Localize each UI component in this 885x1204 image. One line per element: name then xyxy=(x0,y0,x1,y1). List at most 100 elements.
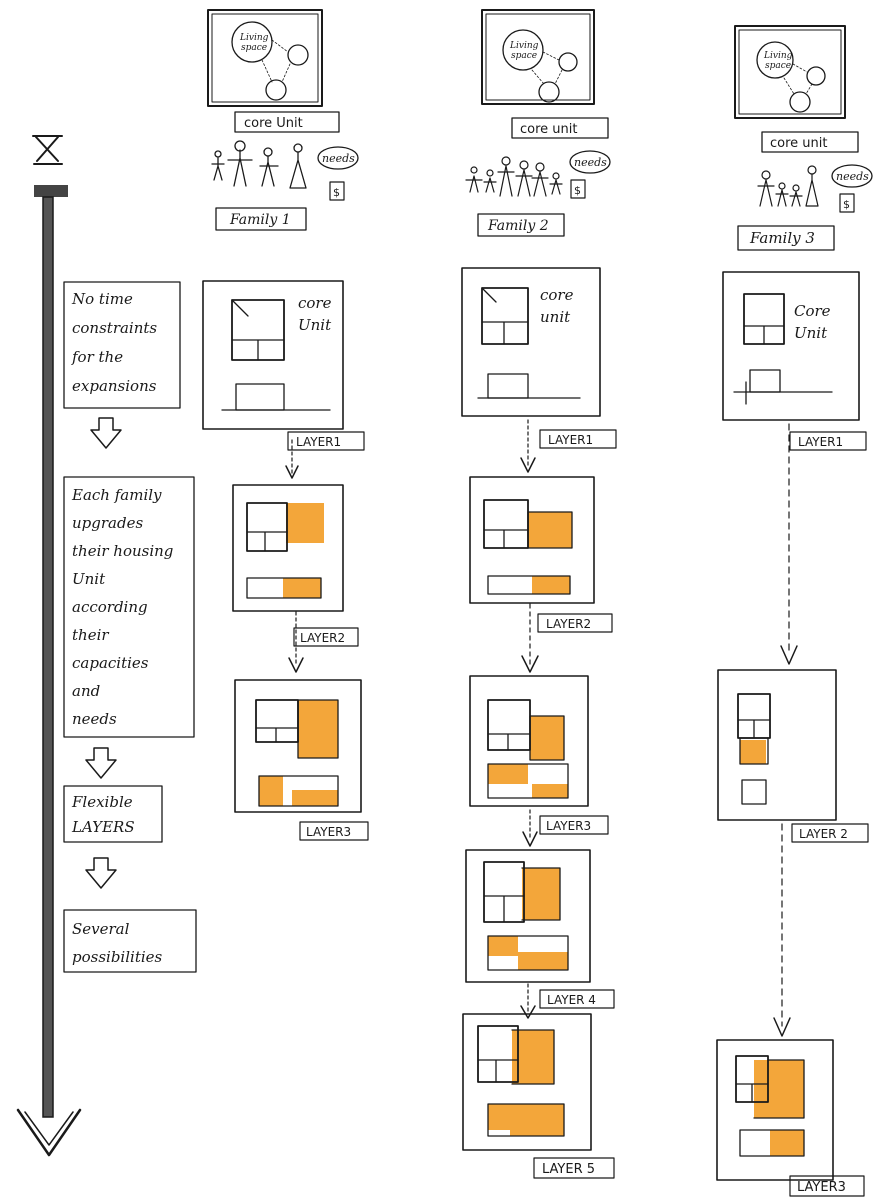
plan-layer2-family-2 xyxy=(469,675,589,807)
svg-text:their: their xyxy=(72,626,109,644)
family-figures-icon xyxy=(757,165,819,207)
note-each-family-upgrades: Each family upgrades their housing Unit … xyxy=(63,476,195,738)
arrow-head-icon xyxy=(522,831,538,847)
arrow-head-icon xyxy=(520,457,536,473)
hourglass-icon xyxy=(32,135,63,165)
svg-text:for the: for the xyxy=(71,348,123,366)
layer-tag-3-family-1: LAYER3 xyxy=(299,821,369,841)
svg-text:space: space xyxy=(765,61,791,71)
down-arrow-icon xyxy=(90,417,122,449)
svg-text:Living: Living xyxy=(239,33,269,43)
layer-tag-3-family-2: LAYER3 xyxy=(539,815,609,835)
svg-text:expansions: expansions xyxy=(72,377,157,395)
down-arrow-icon xyxy=(85,857,117,889)
layer-tag-2-family-3: LAYER 2 xyxy=(791,823,869,843)
plan-layer2-family-1 xyxy=(234,679,362,813)
note-flexible-layers: Flexible LAYERS xyxy=(63,785,163,843)
svg-text:No time: No time xyxy=(71,290,133,308)
svg-text:$: $ xyxy=(333,186,340,199)
svg-text:Family 3: Family 3 xyxy=(749,229,815,247)
layer-tag-2-family-2: LAYER2 xyxy=(537,613,613,633)
money-icon: $ xyxy=(329,181,345,201)
plan-layer4-family-2 xyxy=(462,1013,592,1151)
timeline-arrow xyxy=(16,185,82,1157)
svg-text:unit: unit xyxy=(540,308,571,326)
layer-tag-5-family-2: LAYER 5 xyxy=(533,1157,615,1179)
svg-text:needs: needs xyxy=(574,156,607,169)
svg-text:possibilities: possibilities xyxy=(72,948,163,966)
arrow-head-icon xyxy=(773,1017,791,1037)
svg-text:core: core xyxy=(540,286,574,304)
plan-layer3-family-2 xyxy=(465,849,591,983)
svg-text:Unit: Unit xyxy=(72,570,106,588)
plan-core-unit-family-2: core unit xyxy=(461,267,601,417)
svg-text:LAYER1: LAYER1 xyxy=(296,435,341,449)
svg-text:core unit: core unit xyxy=(520,122,577,137)
svg-text:LAYER3: LAYER3 xyxy=(546,819,591,833)
layer-tag-3-family-3: LAYER3 xyxy=(789,1175,865,1197)
family-tag-3: Family 3 xyxy=(737,225,835,251)
plan-core-unit-family-3: Core Unit xyxy=(722,271,860,421)
layer-tag-4-family-2: LAYER 4 xyxy=(539,989,615,1009)
svg-text:their housing: their housing xyxy=(72,542,173,560)
svg-text:Core: Core xyxy=(794,302,831,320)
svg-text:Unit: Unit xyxy=(794,324,828,342)
svg-text:constraints: constraints xyxy=(72,319,157,337)
plan-layer1-family-3 xyxy=(717,669,837,821)
arrow-head-icon xyxy=(288,657,304,673)
core-unit-tag-family-2: core unit xyxy=(511,117,609,139)
svg-text:space: space xyxy=(511,51,537,61)
down-arrow-icon xyxy=(85,747,117,779)
layer-tag-2-family-1: LAYER2 xyxy=(293,627,359,647)
core-unit-tag-family-3: core unit xyxy=(761,131,859,153)
svg-text:and: and xyxy=(72,682,100,700)
svg-text:Living: Living xyxy=(763,51,793,61)
svg-text:Each family: Each family xyxy=(71,486,162,504)
svg-text:core: core xyxy=(298,294,332,312)
svg-text:$: $ xyxy=(843,198,850,211)
svg-text:core unit: core unit xyxy=(770,136,827,151)
arrow-head-icon xyxy=(285,465,299,479)
svg-text:Unit: Unit xyxy=(298,316,332,334)
arrow-head-icon xyxy=(520,1005,536,1019)
svg-text:Living: Living xyxy=(509,41,539,51)
plan-layer1-family-1 xyxy=(232,484,344,612)
svg-text:Family 2: Family 2 xyxy=(487,218,549,234)
layer-tag-1-family-1: LAYER1 xyxy=(287,431,365,451)
needs-bubble: needs xyxy=(317,146,359,170)
core-unit-diagram-family-2: Living space xyxy=(481,9,595,105)
svg-text:LAYER 2: LAYER 2 xyxy=(799,827,848,841)
svg-text:upgrades: upgrades xyxy=(72,514,143,532)
family-tag-1: Family 1 xyxy=(215,207,307,231)
svg-text:needs: needs xyxy=(836,170,869,183)
svg-text:$: $ xyxy=(574,184,581,197)
svg-text:space: space xyxy=(241,43,267,53)
svg-text:needs: needs xyxy=(72,710,117,728)
arrow-head-icon xyxy=(780,645,798,665)
money-icon: $ xyxy=(839,193,855,213)
arrow-head-icon xyxy=(521,655,539,673)
svg-text:LAYER 5: LAYER 5 xyxy=(542,1162,595,1177)
needs-bubble: needs xyxy=(569,150,611,174)
family-figures-icon xyxy=(211,140,307,189)
layer-tag-1-family-3: LAYER1 xyxy=(789,431,867,451)
money-icon: $ xyxy=(570,179,586,199)
svg-text:Several: Several xyxy=(72,920,130,938)
svg-text:LAYERS: LAYERS xyxy=(71,818,135,836)
core-unit-diagram-family-3: Living space xyxy=(734,25,846,119)
core-unit-tag-family-1: core Unit xyxy=(234,111,340,133)
svg-text:LAYER3: LAYER3 xyxy=(797,1180,846,1195)
svg-text:LAYER2: LAYER2 xyxy=(300,631,345,645)
svg-text:LAYER3: LAYER3 xyxy=(306,825,351,839)
svg-text:capacities: capacities xyxy=(72,654,149,672)
svg-text:LAYER1: LAYER1 xyxy=(798,435,843,449)
note-several-possibilities: Several possibilities xyxy=(63,909,197,973)
note-no-time-constraints: No time constraints for the expansions xyxy=(63,281,181,409)
core-unit-diagram-family-1: Living space xyxy=(207,9,323,107)
family-figures-icon xyxy=(465,156,563,197)
plan-layer1-family-2 xyxy=(469,476,595,604)
layer-tag-1-family-2: LAYER1 xyxy=(539,429,617,449)
svg-text:according: according xyxy=(72,598,148,616)
svg-text:LAYER 4: LAYER 4 xyxy=(547,993,596,1007)
